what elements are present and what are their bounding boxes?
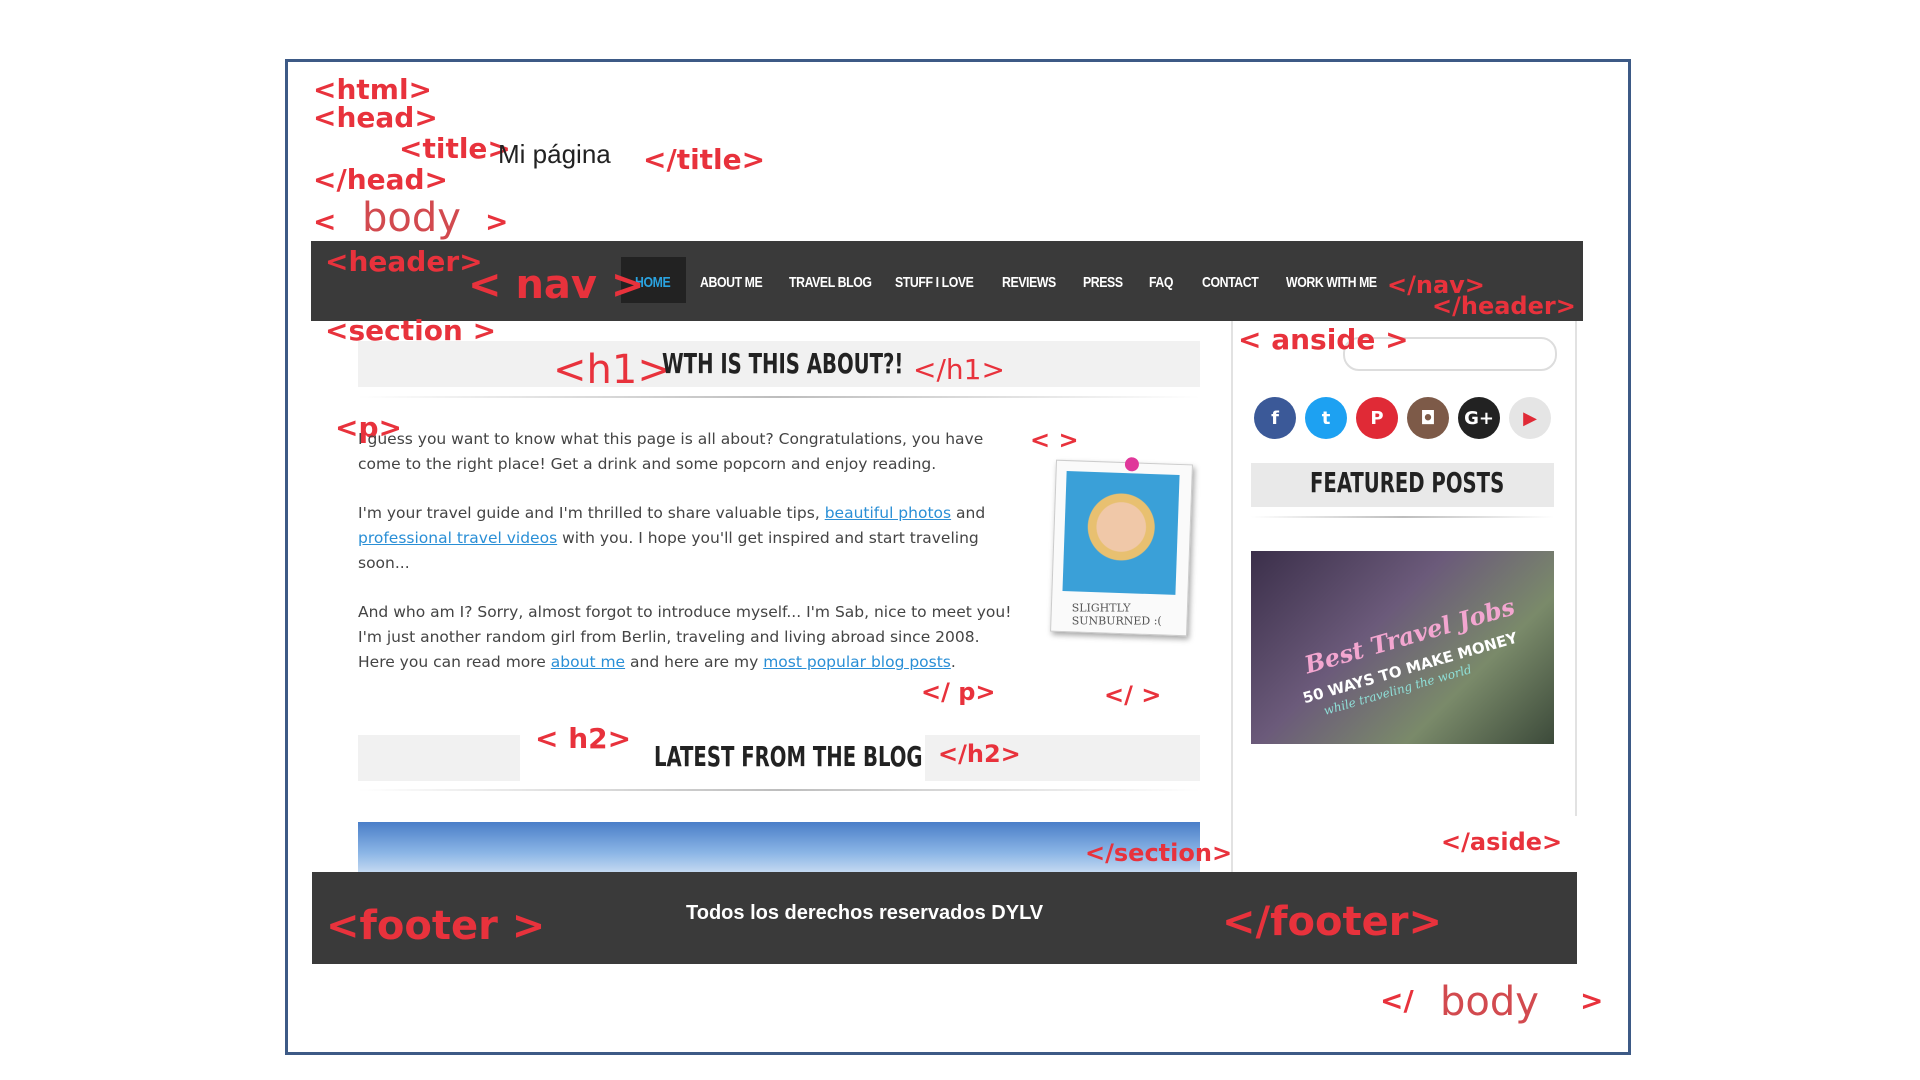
- tag-head-close: </head>: [313, 163, 449, 196]
- link-professional-videos[interactable]: professional travel videos: [358, 529, 558, 547]
- photo-image: [1062, 471, 1180, 595]
- tag-title-open: <title>: [399, 132, 511, 165]
- tag-img-open: < >: [1030, 426, 1079, 454]
- featured-divider: [1251, 516, 1554, 518]
- tag-header-open: <header>: [325, 245, 483, 278]
- nav-item-work-with-me[interactable]: WORK WITH ME: [1286, 274, 1377, 291]
- twitter-icon[interactable]: t: [1305, 397, 1347, 439]
- tag-h2-close: </h2>: [938, 740, 1021, 768]
- pin-icon: [1124, 457, 1140, 472]
- tag-p-open: <p>: [335, 411, 402, 444]
- facebook-icon[interactable]: f: [1254, 397, 1296, 439]
- nav-item-stuff-i-love[interactable]: STUFF I LOVE: [895, 274, 974, 291]
- tag-body-close-lt: </: [1380, 984, 1414, 1017]
- tag-body-open-word: body: [362, 195, 461, 241]
- tag-body-open-gt: >: [485, 205, 509, 238]
- link-beautiful-photos[interactable]: beautiful photos: [824, 504, 952, 522]
- nav-item-home[interactable]: HOME: [635, 274, 671, 291]
- tag-body-close-gt: >: [1580, 984, 1604, 1017]
- tag-html-open: <html>: [313, 73, 433, 106]
- nav-home-highlight: [621, 257, 686, 303]
- featured-post-image[interactable]: Best Travel Jobs 50 WAYS TO MAKE MONEY w…: [1251, 551, 1554, 744]
- youtube-icon[interactable]: ▶: [1509, 397, 1551, 439]
- googleplus-icon[interactable]: G+: [1458, 397, 1500, 439]
- tag-nav-close: </nav>: [1387, 271, 1485, 299]
- link-about-me[interactable]: about me: [550, 653, 626, 671]
- tag-p-close: </ p>: [921, 678, 996, 706]
- search-input[interactable]: [1343, 337, 1557, 371]
- tag-h1-open: <h1>: [553, 347, 671, 393]
- tag-footer-close: </footer>: [1222, 899, 1442, 945]
- blog-post-image[interactable]: [358, 822, 1200, 874]
- tag-aside-open: < anside >: [1238, 323, 1409, 356]
- aside-edge-line: [1575, 321, 1577, 816]
- tag-nav-open: < nav >: [468, 262, 645, 308]
- header-bar: HOME ABOUT ME TRAVEL BLOG STUFF I LOVE R…: [311, 241, 1583, 321]
- nav-item-press[interactable]: PRESS: [1083, 274, 1123, 291]
- tag-img-close: </ >: [1104, 681, 1162, 709]
- tag-h2-open: < h2>: [535, 722, 632, 755]
- tag-h1-close: </h1>: [913, 353, 1005, 386]
- h1-divider: [358, 396, 1200, 398]
- nav-item-about-me[interactable]: ABOUT ME: [700, 274, 763, 291]
- link-popular-posts[interactable]: most popular blog posts: [763, 653, 951, 671]
- tag-section-open: <section >: [325, 314, 497, 347]
- page-title-text: Mi página: [498, 139, 611, 169]
- nav-item-travel-blog[interactable]: TRAVEL BLOG: [789, 274, 872, 291]
- footer-bar: [312, 872, 1577, 964]
- photo-caption: SLIGHTLY SUNBURNED :(: [1071, 601, 1162, 628]
- paragraph-3: And who am I? Sorry, almost forgot to in…: [358, 603, 1012, 671]
- tag-aside-close: </aside>: [1441, 828, 1563, 856]
- nav-item-contact[interactable]: CONTACT: [1202, 274, 1259, 291]
- nav-item-faq[interactable]: FAQ: [1149, 274, 1174, 291]
- footer-text: Todos los derechos reservados DYLV: [686, 902, 1044, 924]
- featured-posts-title: FEATURED POSTS: [1310, 466, 1505, 499]
- pinterest-icon[interactable]: P: [1356, 397, 1398, 439]
- paragraph-2: I'm your travel guide and I'm thrilled t…: [358, 504, 986, 572]
- tag-header-close: </header>: [1432, 292, 1576, 320]
- tag-body-close-word: body: [1440, 979, 1539, 1025]
- paragraph-1: I guess you want to know what this page …: [358, 430, 984, 473]
- section-aside-divider: [1231, 321, 1233, 874]
- h1-band: [358, 341, 1200, 387]
- section-heading-h2: LATEST FROM THE BLOG: [654, 740, 923, 773]
- tag-footer-open: <footer >: [326, 903, 546, 949]
- featured-band: [1251, 463, 1554, 507]
- section-heading-h1: WTH IS THIS ABOUT?!: [662, 347, 904, 380]
- nav-item-reviews[interactable]: REVIEWS: [1002, 274, 1056, 291]
- tag-body-open-lt: <: [313, 205, 337, 238]
- h2-box: [520, 725, 925, 785]
- profile-photo: SLIGHTLY SUNBURNED :(: [1050, 457, 1193, 637]
- tag-head-open: <head>: [313, 101, 438, 134]
- tag-title-close: </title>: [643, 143, 766, 176]
- instagram-icon[interactable]: ◘: [1407, 397, 1449, 439]
- tag-section-close: </section>: [1085, 839, 1233, 867]
- h2-divider: [358, 789, 1200, 791]
